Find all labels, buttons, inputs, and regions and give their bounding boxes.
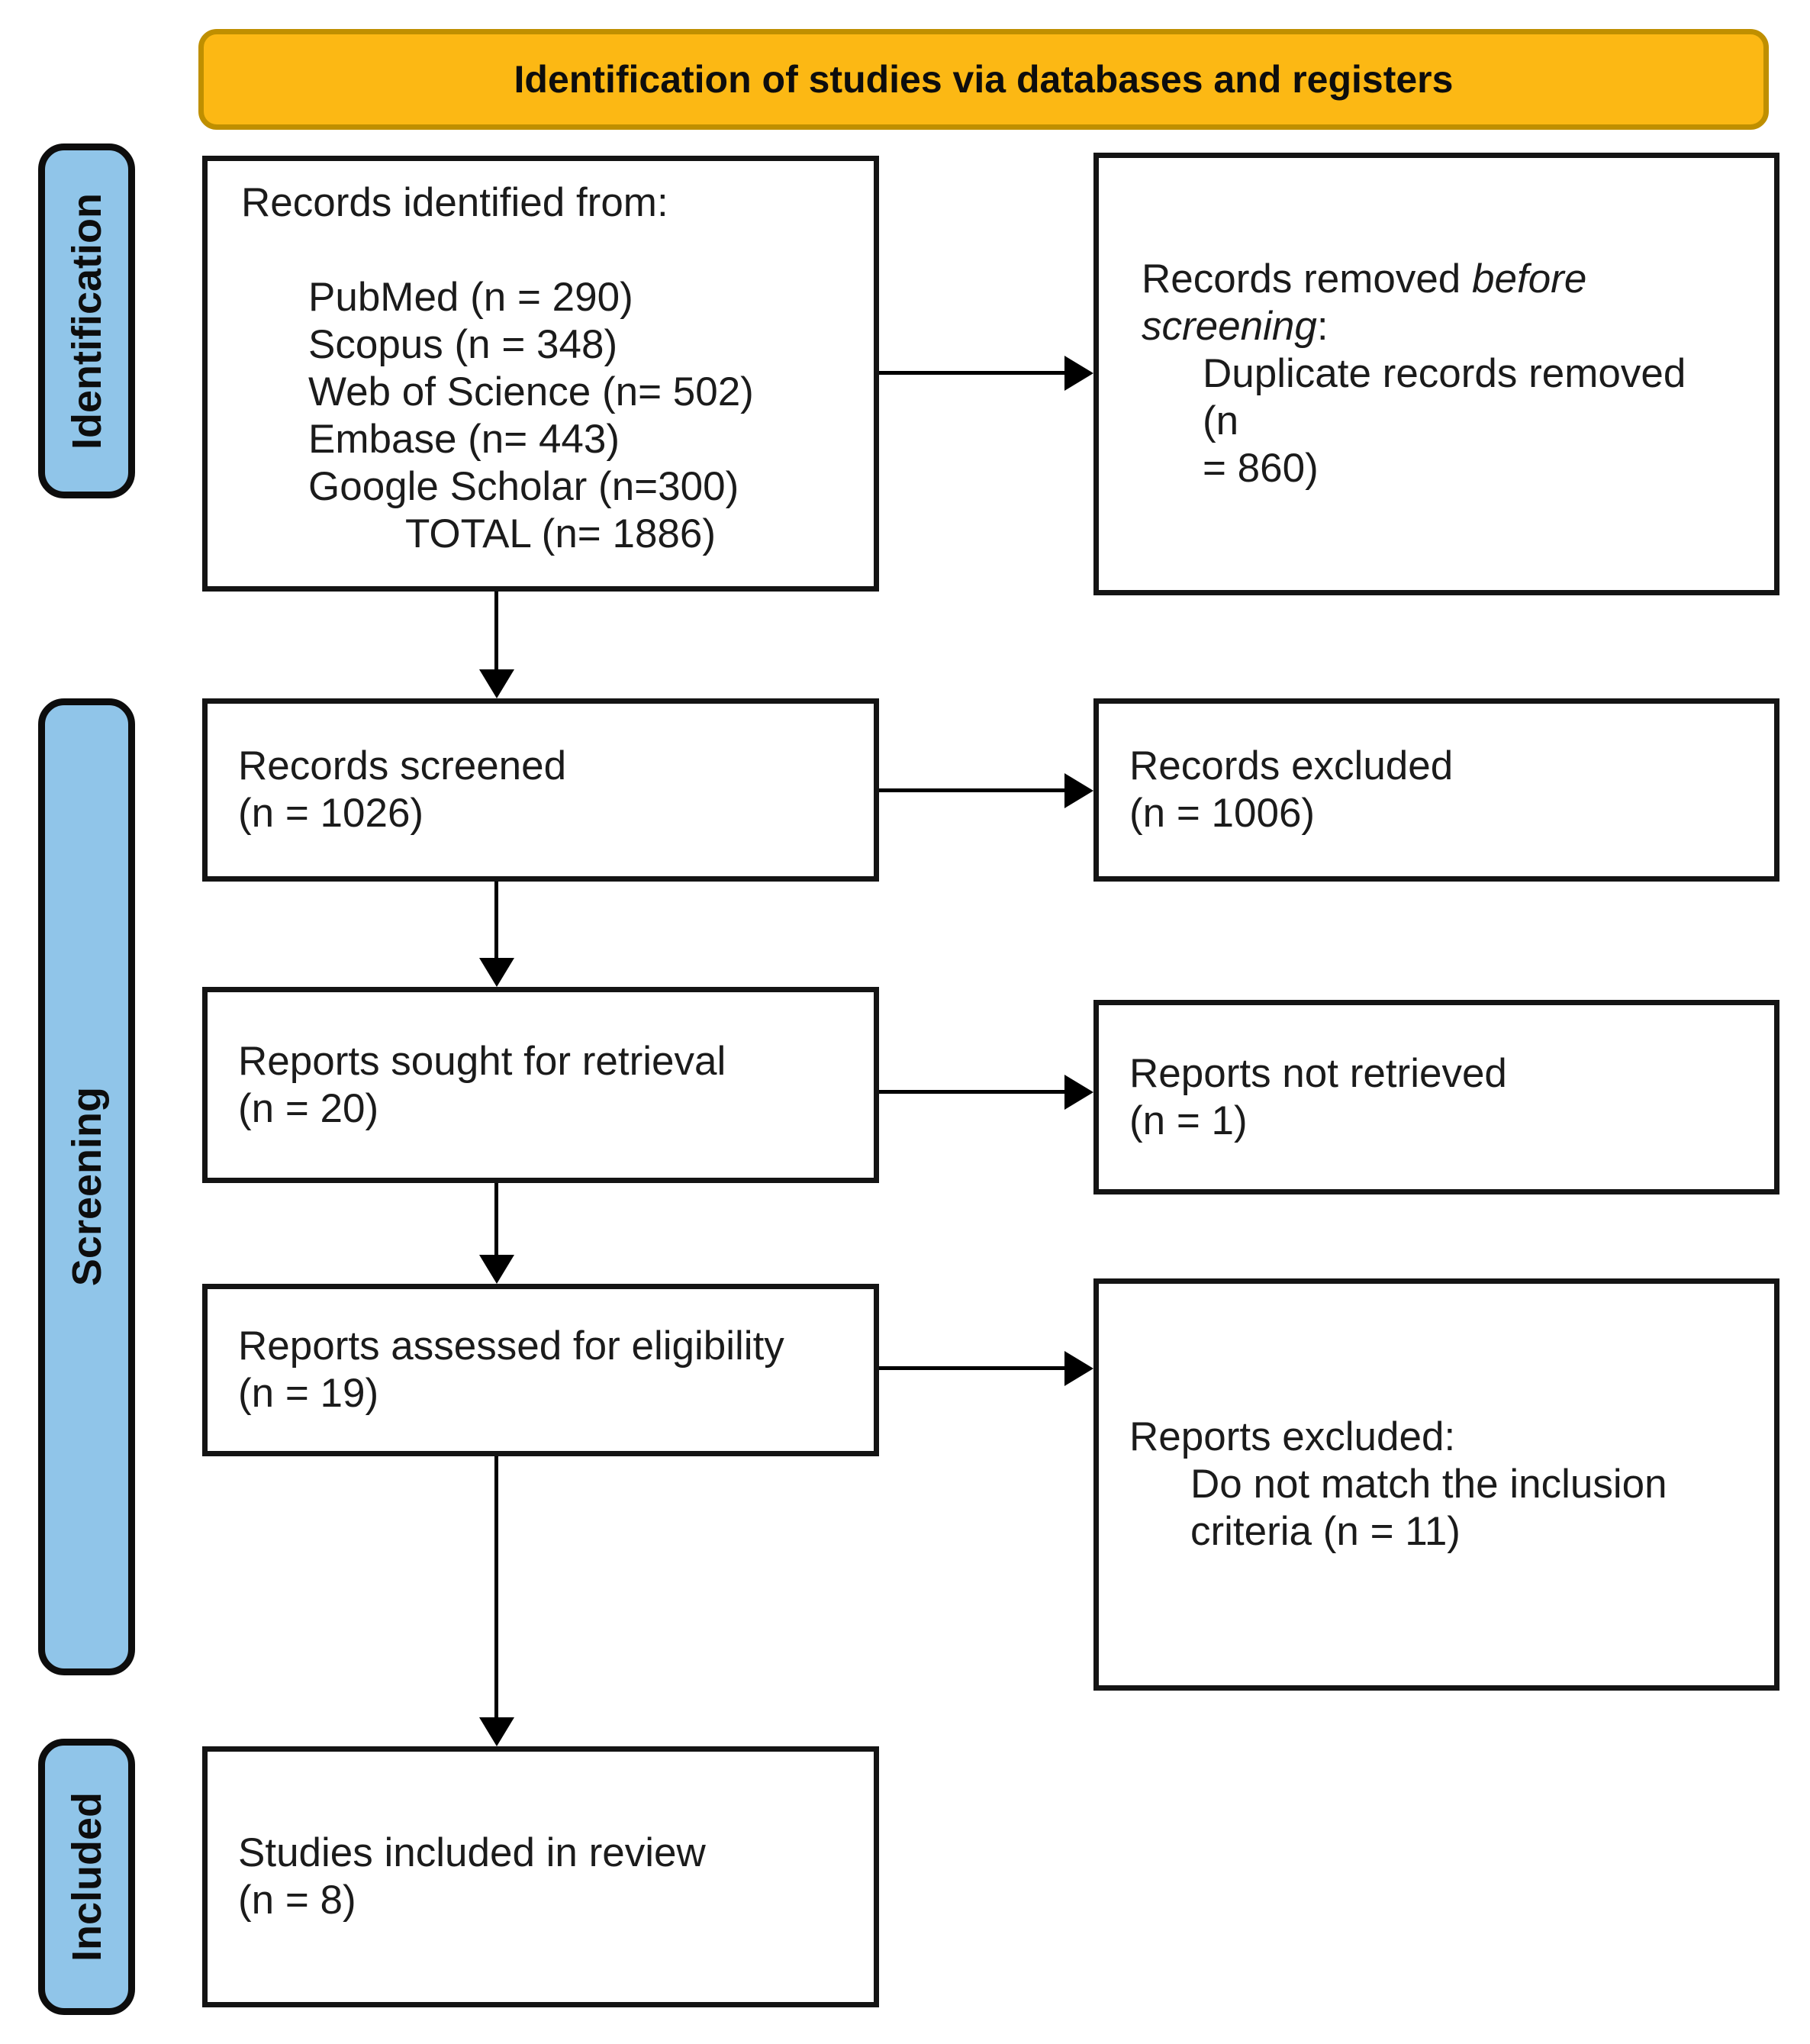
box-records-excluded: Records excluded (n = 1006)	[1093, 698, 1779, 882]
duplicates-removed-line2: = 860)	[1203, 446, 1319, 491]
studies-included-line1: Studies included in review	[238, 1830, 706, 1875]
records-removed-line2: screening:	[1142, 303, 1690, 350]
box-records-removed-before-screening: Records removed before screening: Duplic…	[1093, 153, 1779, 595]
box-reports-sought-for-retrieval: Reports sought for retrieval (n = 20)	[202, 987, 879, 1183]
source-scopus: Scopus (n = 348)	[308, 322, 618, 367]
records-identified-header: Records identified from:	[241, 180, 668, 225]
box-reports-assessed-for-eligibility: Reports assessed for eligibility (n = 19…	[202, 1284, 879, 1456]
records-removed-line1: Records removed before	[1142, 256, 1690, 303]
records-removed-line2-italic: screening	[1142, 304, 1317, 349]
records-excluded-line1: Records excluded	[1129, 743, 1454, 788]
box-reports-excluded: Reports excluded: Do not match the inclu…	[1093, 1278, 1779, 1691]
blank-line	[241, 227, 855, 274]
reports-excluded-reason-line1: Do not match the inclusion	[1190, 1462, 1667, 1507]
box-records-screened: Records screened (n = 1026)	[202, 698, 879, 882]
stage-label-identification-text: Identification	[63, 192, 110, 450]
records-screened-line1: Records screened	[238, 743, 567, 788]
arrow-down-sought-to-assessed	[494, 1183, 498, 1255]
stage-label-included: Included	[38, 1739, 135, 2015]
stage-label-screening-text: Screening	[63, 1087, 110, 1287]
arrow-right-screened-to-excluded	[879, 788, 1064, 792]
arrow-down-screened-to-sought	[494, 882, 498, 958]
studies-included-line2: (n = 8)	[238, 1878, 356, 1923]
reports-excluded-reason-line2: criteria (n = 11)	[1190, 1509, 1461, 1554]
arrow-down-identified-to-screened	[494, 592, 498, 669]
arrow-down-assessed-to-included	[494, 1456, 498, 1717]
records-removed-line1-regular: Records removed	[1142, 256, 1473, 301]
reports-sought-line2: (n = 20)	[238, 1085, 379, 1131]
duplicates-removed-line1: Duplicate records removed (n	[1203, 351, 1686, 443]
sources-total: TOTAL (n= 1886)	[405, 511, 717, 556]
arrow-right-sought-to-not-retrieved	[879, 1090, 1064, 1094]
records-screened-line2: (n = 1026)	[238, 791, 424, 836]
reports-not-retrieved-line2: (n = 1)	[1129, 1098, 1248, 1143]
reports-sought-line1: Reports sought for retrieval	[238, 1038, 726, 1084]
stage-label-identification: Identification	[38, 143, 135, 498]
box-reports-not-retrieved: Reports not retrieved (n = 1)	[1093, 1000, 1779, 1194]
reports-assessed-line1: Reports assessed for eligibility	[238, 1323, 784, 1369]
reports-excluded-header: Reports excluded:	[1129, 1414, 1456, 1459]
reports-not-retrieved-line1: Reports not retrieved	[1129, 1050, 1507, 1096]
reports-assessed-line2: (n = 19)	[238, 1371, 379, 1416]
arrow-right-assessed-to-reports-excluded	[879, 1366, 1064, 1370]
records-removed-line1-italic: before	[1472, 256, 1587, 301]
box-studies-included-in-review: Studies included in review (n = 8)	[202, 1746, 879, 2007]
stage-label-screening: Screening	[38, 698, 135, 1675]
source-embase: Embase (n= 443)	[308, 417, 620, 462]
banner-title: Identification of studies via databases …	[514, 58, 1454, 101]
banner-title-box: Identification of studies via databases …	[198, 29, 1769, 130]
source-web-of-science: Web of Science (n= 502)	[308, 369, 754, 414]
source-google-scholar: Google Scholar (n=300)	[308, 464, 739, 509]
source-pubmed: PubMed (n = 290)	[308, 275, 633, 320]
records-excluded-line2: (n = 1006)	[1129, 791, 1316, 836]
box-records-identified: Records identified from: PubMed (n = 290…	[202, 156, 879, 592]
arrow-right-identified-to-removed	[879, 371, 1064, 375]
stage-label-included-text: Included	[63, 1791, 110, 1962]
records-removed-line2-regular: :	[1316, 304, 1329, 349]
